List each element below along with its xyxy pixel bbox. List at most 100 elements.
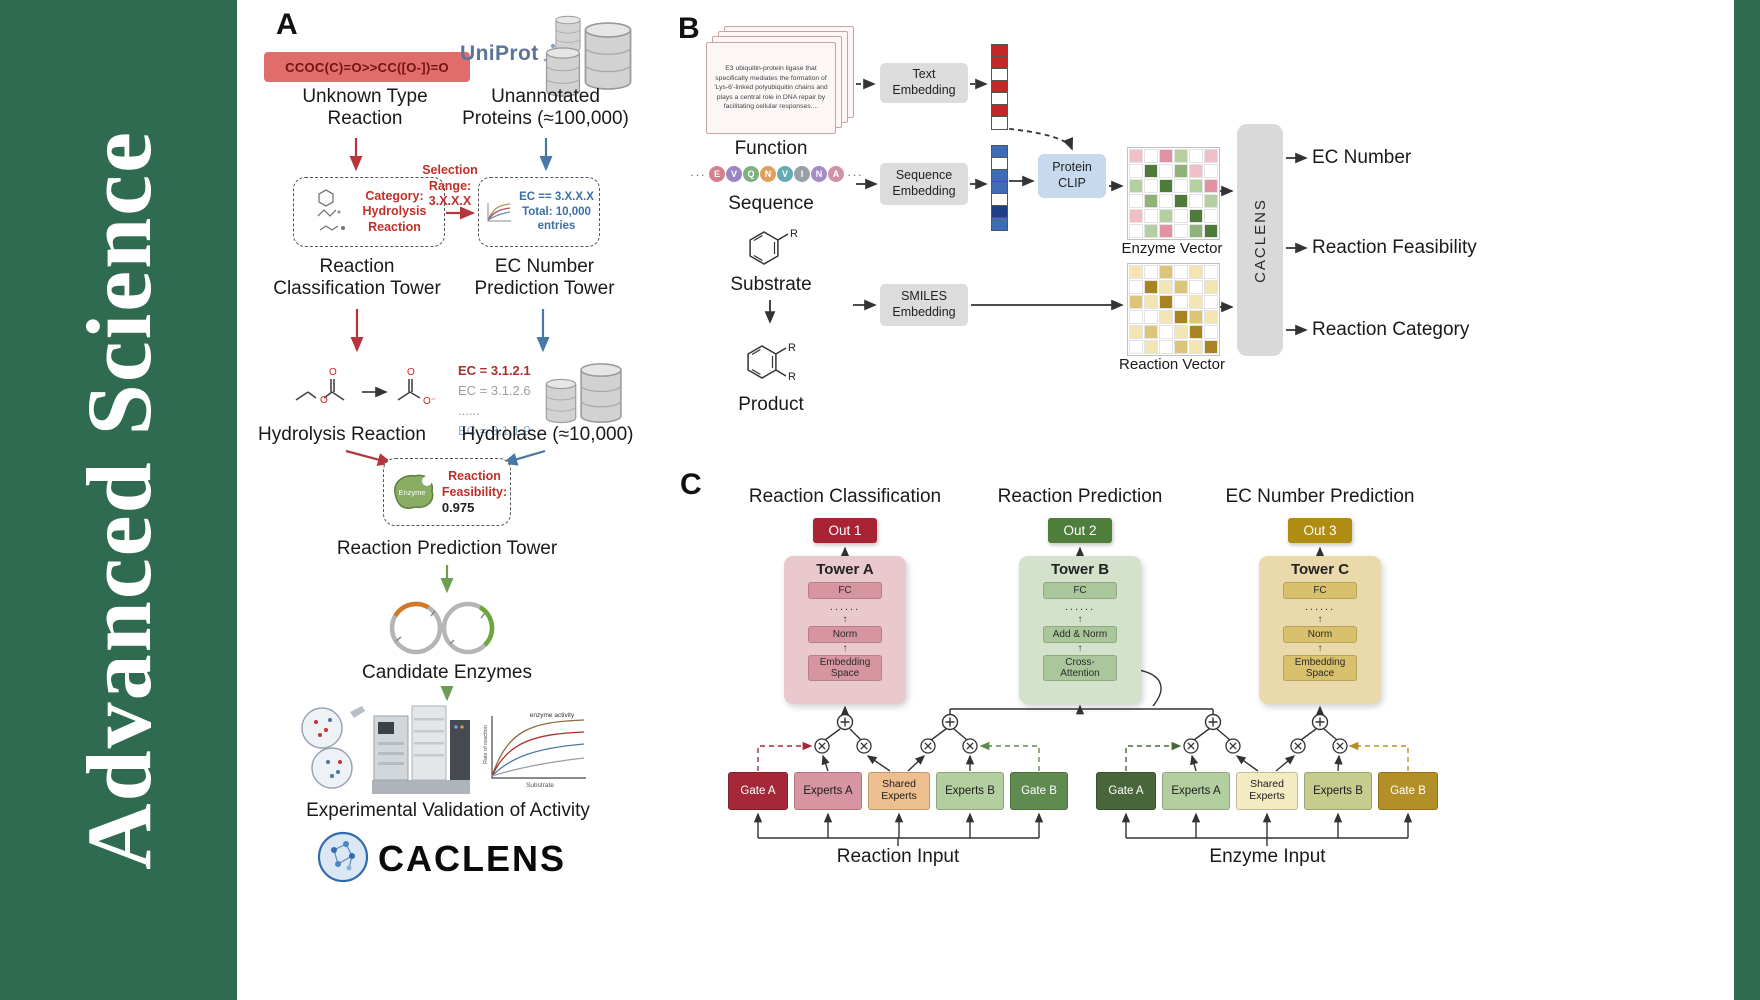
svg-text:Substrate: Substrate: [526, 782, 554, 789]
matrix-cell: [1129, 265, 1143, 279]
journal-title: Advanced Science: [67, 130, 170, 870]
matrix-cell: [1189, 280, 1203, 294]
embedding-space-layer: Embedding Space: [1283, 655, 1357, 681]
matrix-cell: [1159, 164, 1173, 178]
matrix-cell: [1144, 149, 1158, 163]
experts-a-reaction: Experts A: [794, 772, 862, 810]
matrix-cell: [1159, 224, 1173, 238]
vector-cell: [992, 57, 1007, 69]
panel-a-label: A: [276, 8, 298, 41]
curves-icon: [487, 203, 512, 222]
residue-circle: V: [726, 166, 742, 182]
ec-item: ......: [458, 403, 480, 419]
svg-text:R: R: [788, 371, 796, 383]
tower-c: Tower C FC ...... ↑ Norm ↑ Embedding Spa…: [1259, 556, 1381, 704]
hydrolase-caption: Hydrolase (≈10,000): [461, 424, 634, 445]
prediction-tower-caption: Reaction Prediction Tower: [336, 538, 558, 559]
matrix-cell: [1204, 280, 1218, 294]
shared-experts-reaction: Shared Experts: [868, 772, 930, 810]
hydrolysis-caption: Hydrolysis Reaction: [258, 424, 426, 445]
function-card: E3 ubiquitin-protein ligase that specifi…: [706, 42, 836, 134]
journal-banner: Advanced Science: [0, 0, 237, 1000]
up-arrow-icon: ↑: [1077, 614, 1083, 625]
matrix-cell: [1159, 310, 1173, 324]
residue-circle: A: [828, 166, 844, 182]
experts-a-enzyme: Experts A: [1162, 772, 1230, 810]
hidden-layers-dots: ......: [1064, 601, 1096, 613]
plasmid-icons: [389, 601, 495, 655]
matrix-cell: [1144, 325, 1158, 339]
matrix-cell: [1204, 265, 1218, 279]
output-ec-number: EC Number: [1312, 147, 1412, 168]
sequence-embedding-vector: [991, 145, 1008, 231]
matrix-cell: [1189, 265, 1203, 279]
reaction-vector-caption: Reaction Vector: [1119, 356, 1225, 373]
matrix-cell: [1204, 149, 1218, 163]
matrix-cell: [1144, 224, 1158, 238]
matrix-cell: [1189, 224, 1203, 238]
matrix-cell: [1144, 179, 1158, 193]
output-reaction-category: Reaction Category: [1312, 319, 1470, 340]
multiply-operator-icons: [814, 738, 1348, 754]
matrix-cell: [1159, 265, 1173, 279]
molecule-sketch-icon: [317, 189, 345, 231]
tower-b-title: Tower B: [1050, 561, 1110, 578]
panel-b-label: B: [678, 12, 700, 45]
reaction-vector-matrix: [1127, 263, 1220, 356]
tower-a: Tower A FC ...... ↑ Norm ↑ Embedding Spa…: [784, 556, 906, 704]
out2-box: Out 2: [1048, 518, 1112, 543]
vector-cell: [992, 218, 1007, 230]
out1-box: Out 1: [813, 518, 877, 543]
feasibility-value: 0.975: [441, 500, 475, 516]
ellipsis: ···: [847, 166, 863, 182]
matrix-cell: [1159, 209, 1173, 223]
ellipsis: ···: [690, 166, 706, 182]
vector-cell: [992, 81, 1007, 93]
matrix-cell: [1144, 164, 1158, 178]
gate-b-enzyme: Gate B: [1378, 772, 1438, 810]
matrix-cell: [1144, 194, 1158, 208]
matrix-cell: [1129, 224, 1143, 238]
residue-circle: V: [777, 166, 793, 182]
function-caption: Function: [734, 138, 808, 159]
up-arrow-icon: ↑: [1077, 643, 1083, 654]
matrix-cell: [1159, 325, 1173, 339]
matrix-cell: [1129, 280, 1143, 294]
vector-cell: [992, 69, 1007, 81]
matrix-cell: [1189, 164, 1203, 178]
matrix-cell: [1144, 295, 1158, 309]
tower-a-title: Tower A: [816, 561, 874, 578]
add-norm-layer: Add & Norm: [1043, 626, 1117, 643]
hplc-instrument-icon: [372, 705, 470, 794]
caclens-logo-text: CACLENS: [378, 838, 567, 879]
matrix-cell: [1204, 310, 1218, 324]
caclens-model-label: CACLENS: [1251, 197, 1269, 283]
matrix-cell: [1129, 325, 1143, 339]
matrix-cell: [1174, 295, 1188, 309]
matrix-cell: [1159, 280, 1173, 294]
experts-b-enzyme: Experts B: [1304, 772, 1372, 810]
header-ec-number-prediction: EC Number Prediction: [1225, 486, 1415, 507]
matrix-cell: [1129, 179, 1143, 193]
panel-c-label: C: [680, 468, 702, 501]
norm-layer: Norm: [808, 626, 882, 643]
svg-text:Rate of reaction: Rate of reaction: [483, 725, 489, 764]
tower-b: Tower B FC ...... ↑ Add & Norm ↑ Cross- …: [1019, 556, 1141, 704]
matrix-cell: [1129, 340, 1143, 354]
ec-item: EC = 3.1.2.6: [458, 383, 531, 399]
sum-operator-icons: [836, 713, 1329, 731]
hydrolase-database-icon: [545, 363, 622, 424]
smiles-embedding-box: SMILES Embedding: [880, 284, 968, 326]
vector-cell: [992, 117, 1007, 129]
gate-a-enzyme: Gate A: [1096, 772, 1156, 810]
caclens-model-box: CACLENS: [1237, 124, 1283, 356]
vector-cell: [992, 45, 1007, 57]
unannotated-proteins-caption: Unannotated Proteins (≈100,000): [462, 86, 629, 130]
sequence-embedding-box: Sequence Embedding: [880, 163, 968, 205]
matrix-cell: [1189, 179, 1203, 193]
matrix-cell: [1159, 340, 1173, 354]
matrix-cell: [1174, 224, 1188, 238]
up-arrow-icon: ↑: [842, 643, 848, 654]
matrix-cell: [1144, 265, 1158, 279]
